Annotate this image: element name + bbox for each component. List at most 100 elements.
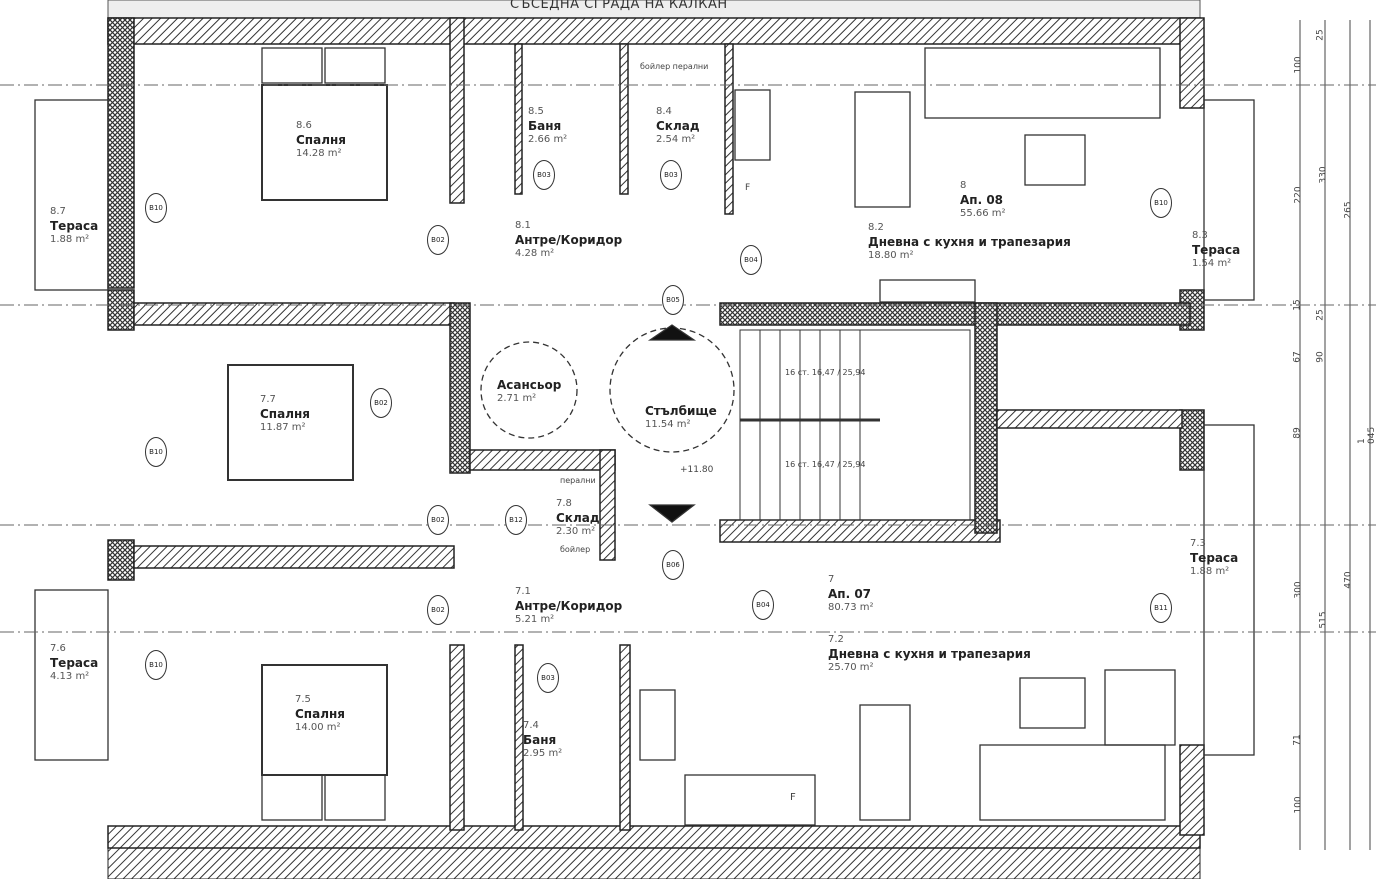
room-area: 1.88 m²: [50, 233, 90, 245]
room-name: Спалня: [260, 406, 310, 421]
room-area: 4.13 m²: [50, 670, 90, 682]
room-name: Спалня: [295, 706, 345, 721]
door-tag: B04: [740, 245, 762, 275]
room-area: 14.28 m²: [296, 147, 342, 159]
room-area: 2.66 m²: [528, 133, 568, 145]
room-number: 8.6: [296, 120, 312, 131]
door-tag: B03: [533, 160, 555, 190]
room-number: 7.6: [50, 643, 66, 654]
room-number: 8.3: [1192, 230, 1208, 241]
room-number: 7.2: [828, 634, 844, 645]
room-name: Дневна с кухня и трапезария: [868, 234, 1071, 249]
door-tag: B04: [752, 590, 774, 620]
room-area: 2.95 m²: [523, 747, 563, 759]
door-tag: B02: [427, 595, 449, 625]
room-name: Тераса: [1192, 242, 1241, 257]
furniture: [227, 47, 1176, 826]
room-number: 8.2: [868, 222, 884, 233]
terraces: [34, 99, 1255, 761]
room-name: Склад: [656, 118, 700, 133]
dimension: 89: [1292, 427, 1303, 439]
room-name: Асансьор: [497, 378, 562, 392]
door-tag: B02: [370, 388, 392, 418]
fridge-mark: F: [790, 792, 796, 803]
room-area: 18.80 m²: [868, 249, 914, 261]
room-area: 11.54 m²: [645, 419, 691, 430]
room-number: 7.4: [523, 720, 539, 731]
room-area: 1.88 m²: [1190, 565, 1230, 577]
room-number: 7.7: [260, 394, 276, 405]
room-area: 11.87 m²: [260, 421, 306, 433]
room-name: Дневна с кухня и трапезария: [828, 646, 1031, 661]
dimension: 300: [1293, 581, 1304, 599]
door-tag: B06: [662, 550, 684, 580]
room-area: 1.54 m²: [1192, 257, 1232, 269]
dimension: 330: [1318, 166, 1329, 184]
dimension: 515: [1318, 611, 1329, 629]
dimension: 25: [1315, 29, 1326, 41]
room-number: 7.8: [556, 498, 572, 509]
room-number: 7.1: [515, 586, 531, 597]
room-number: 7.5: [295, 694, 311, 705]
room-area: 4.28 m²: [515, 247, 555, 259]
room-area: 2.54 m²: [656, 133, 696, 145]
room-area: 80.73 m²: [828, 601, 874, 613]
room-name: Тераса: [50, 218, 99, 233]
room-name: Антре/Коридор: [515, 598, 623, 613]
dimension: 71: [1292, 734, 1303, 746]
stairs-up-note: 16 ст. 16,47 / 25,94: [785, 368, 866, 377]
room-name: Антре/Коридор: [515, 232, 623, 247]
dimension-lines: [0, 20, 1376, 850]
door-tag: B03: [660, 160, 682, 190]
stairs-down-note: 16 ст. 16,47 / 25,94: [785, 460, 866, 469]
room-area: 5.21 m²: [515, 613, 555, 625]
dimension: 90: [1315, 351, 1326, 363]
dimension: 67: [1292, 351, 1303, 363]
level-mark: +11.80: [680, 465, 714, 475]
neighbor-building-label: СЪСЕДНА СГРАДА НА КАЛКАН: [510, 0, 728, 12]
room-area: 14.00 m²: [295, 721, 341, 733]
dimension: 1 045: [1357, 426, 1376, 444]
room-name: Спалня: [296, 132, 346, 147]
boiler-note: бойлер: [560, 545, 591, 554]
room-area: 25.70 m²: [828, 661, 874, 673]
room-number: 8.7: [50, 206, 66, 217]
dimension: 100: [1293, 56, 1304, 74]
dimension: 220: [1293, 186, 1304, 204]
stairs: [739, 329, 971, 521]
dimension: 470: [1343, 571, 1354, 589]
room-number: 8.5: [528, 106, 544, 117]
room-area: 55.66 m²: [960, 207, 1006, 219]
door-tag: B10: [145, 437, 167, 467]
room-area: 2.30 m²: [556, 525, 596, 537]
room-name: Склад: [556, 510, 600, 525]
walls: [107, 17, 1205, 849]
door-tag: B11: [1150, 593, 1172, 623]
room-name: Ап. 08: [960, 192, 1004, 207]
room-area: 2.71 m²: [497, 393, 537, 404]
door-tag: B02: [427, 225, 449, 255]
door-tag: B12: [505, 505, 527, 535]
door-tag: B05: [662, 285, 684, 315]
room-number: 7.3: [1190, 538, 1206, 549]
door-tag: B10: [145, 650, 167, 680]
